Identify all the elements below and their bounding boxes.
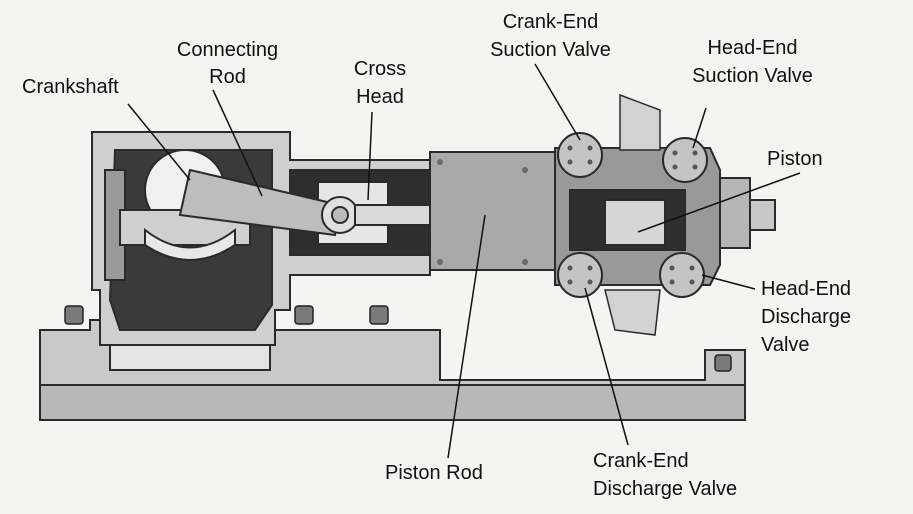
valve-bolts [567,145,698,285]
label-crank-end-discharge-line1: Crank-End [593,450,689,472]
leader-lines [127,63,801,459]
label-head-end-discharge-line1: Head-End [761,278,852,300]
label-crankshaft: Crankshaft [22,76,119,98]
label-connecting-rod-line2: Rod [209,66,246,88]
cylinder-fins [604,93,661,336]
label-piston: Piston [767,148,823,170]
label-cross-head-line1: Cross [353,58,407,80]
frame-bolts [437,159,528,265]
label-head-end-discharge-line2: Discharge [761,306,852,328]
label-crank-end-discharge-line2: Discharge Valve [593,478,738,500]
label-head-end-suction-line1: Head-End [707,37,798,59]
valves [557,132,708,298]
base-bolts [64,305,732,372]
label-connecting-rod-line1: Connecting [176,39,279,61]
label-head-end-suction-line2: Suction Valve [692,65,813,87]
label-crank-end-suction-line2: Suction Valve [490,39,611,61]
connecting-rod [178,168,359,237]
label-piston-rod: Piston Rod [385,462,483,484]
cylinder-body [429,147,776,286]
label-cross-head-line2: Head [356,86,404,108]
label-crank-end-suction-line1: Crank-End [502,11,599,33]
label-head-end-discharge-line3: Valve [761,334,810,356]
